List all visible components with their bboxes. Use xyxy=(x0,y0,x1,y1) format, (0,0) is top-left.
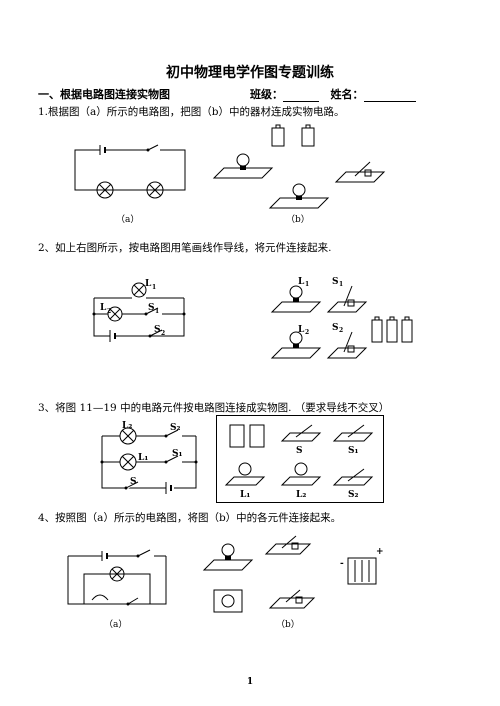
q3-label-s: S xyxy=(130,477,137,487)
svg-text:S: S xyxy=(332,277,339,287)
q3-circuit-diagram: L₂ L₁ S₂ S₁ S xyxy=(100,421,198,498)
svg-text:L₂: L₂ xyxy=(296,490,306,500)
svg-text:S: S xyxy=(296,446,303,456)
q1-caption-a: （a） xyxy=(116,215,140,225)
svg-text:1: 1 xyxy=(155,308,159,315)
q4-plus-sign: + xyxy=(376,547,384,557)
svg-text:1: 1 xyxy=(305,281,309,288)
svg-text:1: 1 xyxy=(152,284,156,291)
svg-text:L₁: L₁ xyxy=(240,490,250,500)
question-4-text: 4、按照图（a）所示的电路图，将图（b）中的各元件连接起来。 xyxy=(38,512,342,524)
svg-text:2: 2 xyxy=(107,308,111,315)
page-title: 初中物理电学作图专题训练 xyxy=(166,65,334,81)
q3-label-l1: L₁ xyxy=(138,453,148,463)
svg-text:L: L xyxy=(298,325,305,335)
student-info: 班级： 姓名： xyxy=(250,86,416,102)
svg-text:S₁: S₁ xyxy=(348,446,358,456)
class-blank[interactable] xyxy=(283,101,319,102)
q4-components: + - xyxy=(200,530,384,620)
section-heading: 一、根据电路图连接实物图 xyxy=(38,88,170,101)
q1-caption-b: （b） xyxy=(286,215,310,225)
q4-caption-a: （a） xyxy=(104,620,128,630)
q1-components xyxy=(210,124,390,214)
question-2-text: 2、如上右图所示，按电路图用笔画线作导线，将元件连接起来. xyxy=(38,242,332,254)
q2-label-l1: L xyxy=(145,279,152,289)
svg-text:L: L xyxy=(298,277,305,287)
q4-minus-sign: - xyxy=(340,559,344,569)
q2-label-s2: S xyxy=(154,325,161,335)
name-blank[interactable] xyxy=(363,101,416,102)
class-label: 班级： xyxy=(250,88,283,101)
svg-text:S: S xyxy=(332,323,339,333)
q2-label-l2: L xyxy=(100,303,107,313)
q3-label-l2: L₂ xyxy=(122,421,132,431)
q4-caption-b: （b） xyxy=(276,620,300,630)
svg-text:2: 2 xyxy=(305,329,309,336)
svg-text:1: 1 xyxy=(339,281,343,288)
q4-circuit-diagram xyxy=(62,548,172,606)
name-label: 姓名： xyxy=(330,88,364,101)
q3-components-box: S S₁ L₁ L₂ S₂ xyxy=(216,415,384,503)
q3-label-s2: S₂ xyxy=(170,423,180,433)
q3-label-s1: S₁ xyxy=(172,449,182,459)
svg-text:2: 2 xyxy=(339,327,343,334)
q2-circuit-diagram: L 1 L 2 S 1 S 2 xyxy=(92,279,186,350)
q2-label-s1: S xyxy=(148,303,155,313)
svg-text:S₂: S₂ xyxy=(348,490,358,500)
svg-text:2: 2 xyxy=(161,330,165,337)
question-3-text: 3、将图 11—19 中的电路元件按电路图连接成实物图. （要求导线不交叉） xyxy=(38,402,390,414)
q1-circuit-diagram xyxy=(70,140,190,200)
page-number: 1 xyxy=(246,677,254,687)
question-1-text: 1.根据图（a）所示的电路图，把图（b）中的器材连成实物电路。 xyxy=(38,106,345,118)
